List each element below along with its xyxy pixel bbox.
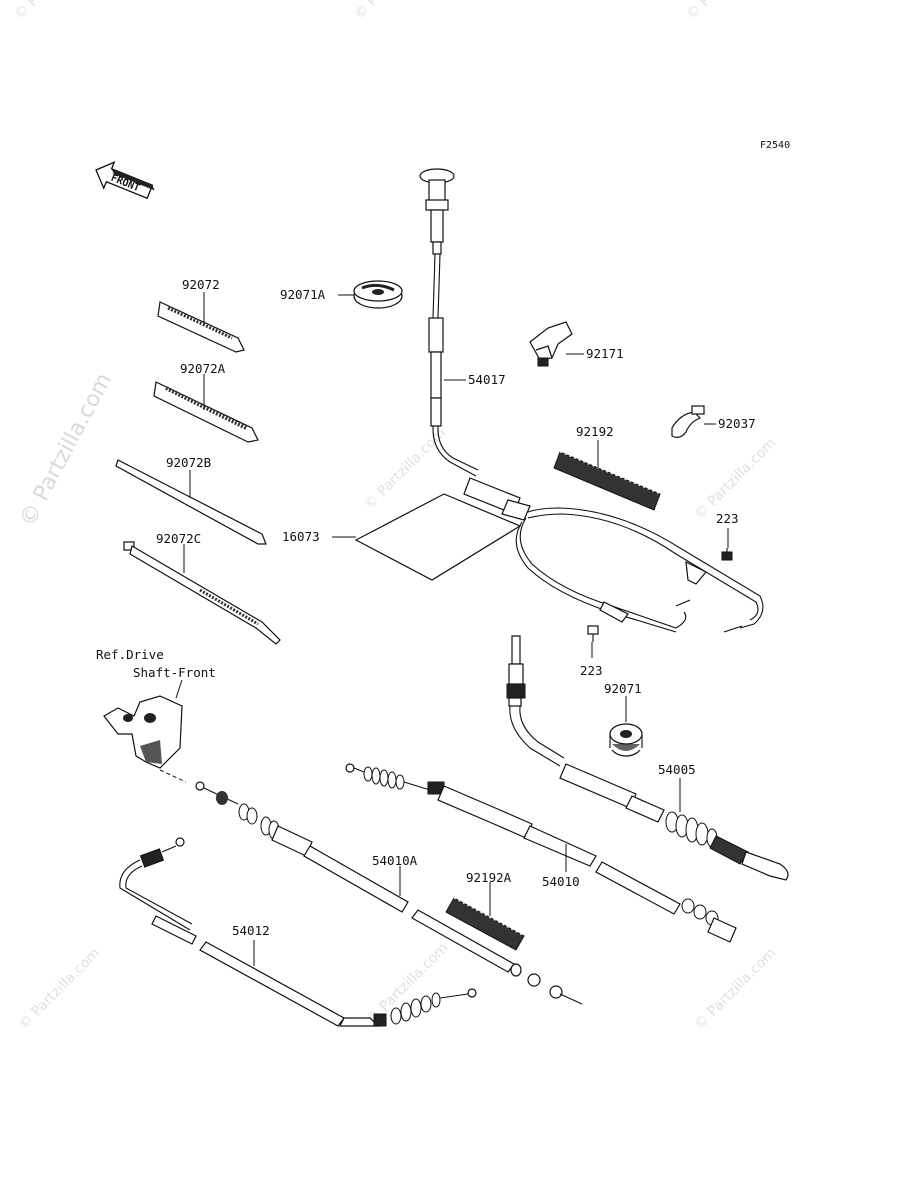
cable-54010[interactable]: 54010 [345,763,737,943]
label-54017: 54017 [468,372,506,387]
label-92037: 92037 [718,416,756,431]
cable-54012[interactable]: 54012 [119,837,477,1027]
watermark-tile: © Partzilla.com [692,945,780,1033]
choke-cable-54017[interactable]: 54017 [419,168,764,633]
cable-54005[interactable]: 54005 [506,635,789,881]
cable-tie-92072c[interactable]: 92072C [123,531,281,645]
label-54010: 54010 [542,874,580,889]
label-223-upper: 223 [716,511,739,526]
tube-92192[interactable]: 92192 [553,424,661,511]
grommet-92071a[interactable]: 92071A [280,280,403,309]
label-54012: 54012 [232,923,270,938]
watermark-tile: © Partzilla.com [12,0,100,23]
grommet-92071[interactable]: 92071 [604,681,643,757]
label-92072: 92072 [182,277,220,292]
bolt-223-upper[interactable]: 223 [716,511,739,561]
watermark-tile: © Partzilla.com [352,0,440,23]
label-92192a: 92192A [466,870,512,885]
label-54010a: 54010A [372,853,418,868]
label-92072b: 92072B [166,455,211,470]
label-92192: 92192 [576,424,614,439]
label-92072c: 92072C [156,531,201,546]
label-92072a: 92072A [180,361,226,376]
ref-note-line-1: Ref.Drive [96,647,164,662]
front-arrow-icon: FRONT [95,161,155,200]
watermark-tile: © Partzilla.com [692,435,780,523]
tube-92192a[interactable]: 92192A [445,870,525,951]
cable-tie-92072b[interactable]: 92072B [115,455,267,545]
cable-tie-92072[interactable]: 92072 [157,277,245,353]
label-16073: 16073 [282,529,320,544]
clamp-92037[interactable]: 92037 [671,405,756,438]
watermark-layer: © Partzilla.com © Partzilla.com © Partzi… [12,0,780,1033]
bolt-223-lower[interactable]: 223 [580,625,603,678]
label-223-lower: 223 [580,663,603,678]
watermark-main: © Partzilla.com [15,369,117,531]
figure-code: F2540 [760,140,790,151]
label-92071: 92071 [604,681,642,696]
holder-92171[interactable]: 92171 [529,321,624,367]
ref-note-line-2: Shaft-Front [133,665,216,680]
label-92171: 92171 [586,346,624,361]
label-92071a: 92071A [280,287,326,302]
cable-54010a[interactable]: 54010A [195,781,583,1005]
watermark-tile: © Partzilla.com [16,945,104,1033]
watermark-tile: © Partzilla.com [684,0,772,23]
cable-tie-92072a[interactable]: 92072A [153,361,259,443]
sheet-16073[interactable]: 16073 [282,493,522,581]
drive-shaft-bracket: Ref.Drive Shaft-Front [96,647,216,783]
label-54005: 54005 [658,762,696,777]
